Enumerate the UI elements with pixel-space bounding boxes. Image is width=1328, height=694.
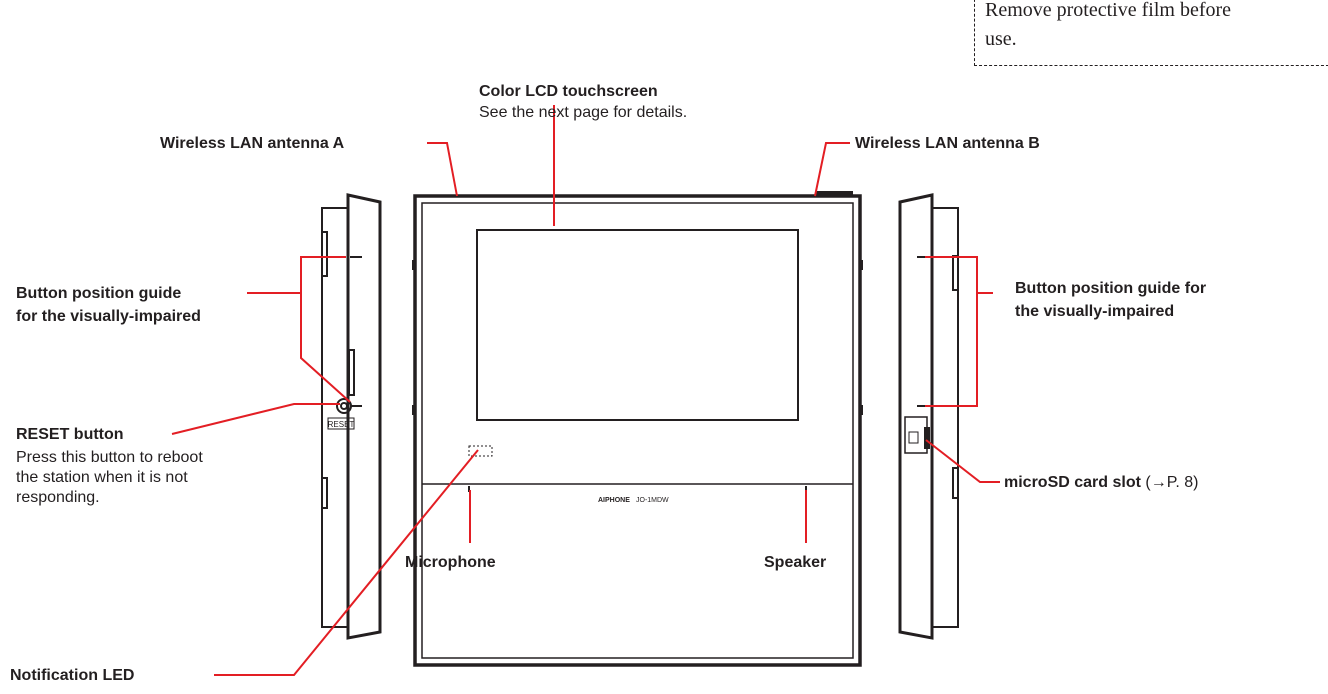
lcd-sub-label: See the next page for details. [479, 104, 688, 121]
reset-desc-line-1: Press this button to reboot [16, 449, 203, 466]
notification-led-label: Notification LED [10, 667, 135, 684]
lcd-screen [476, 229, 799, 421]
brand-logo-text: AIPHONE [598, 497, 630, 504]
right-side-view [898, 193, 959, 640]
note-line-2: use. [985, 28, 1017, 50]
leader-lines [171, 105, 1000, 676]
guide-left-line-2: for the visually-impaired [16, 308, 201, 325]
guide-right-line-1: Button position guide for [1015, 280, 1207, 297]
left-side-view: RESET [321, 193, 382, 640]
reset-title-label: RESET button [16, 426, 124, 443]
lcd-title-label: Color LCD touchscreen [479, 83, 658, 100]
protective-film-note: Remove protective film before use. [974, 0, 1328, 66]
front-view: AIPHONE JO-1MDW [412, 191, 863, 667]
antenna-a-label: Wireless LAN antenna A [160, 135, 345, 152]
guide-right-line-2: the visually-impaired [1015, 303, 1175, 320]
sd-card-icon [908, 431, 919, 444]
antenna-b-label: Wireless LAN antenna B [855, 135, 1040, 152]
speaker-label: Speaker [764, 554, 827, 571]
guide-left-line-1: Button position guide [16, 285, 182, 302]
microsd-title: microSD card slot [1004, 474, 1141, 491]
notification-led [468, 445, 493, 457]
microphone-label: Microphone [405, 554, 496, 571]
reset-desc-line-2: the station when it is not [16, 469, 188, 486]
microsd-ref: (→P. 8) [1140, 474, 1199, 491]
reset-desc-line-3: responding. [16, 489, 100, 506]
reset-tag: RESET [328, 420, 355, 429]
microsd-label: microSD card slot (→P. 8) [1004, 472, 1198, 493]
note-line-1: Remove protective film before [985, 0, 1232, 21]
model-text: JO-1MDW [636, 497, 669, 504]
